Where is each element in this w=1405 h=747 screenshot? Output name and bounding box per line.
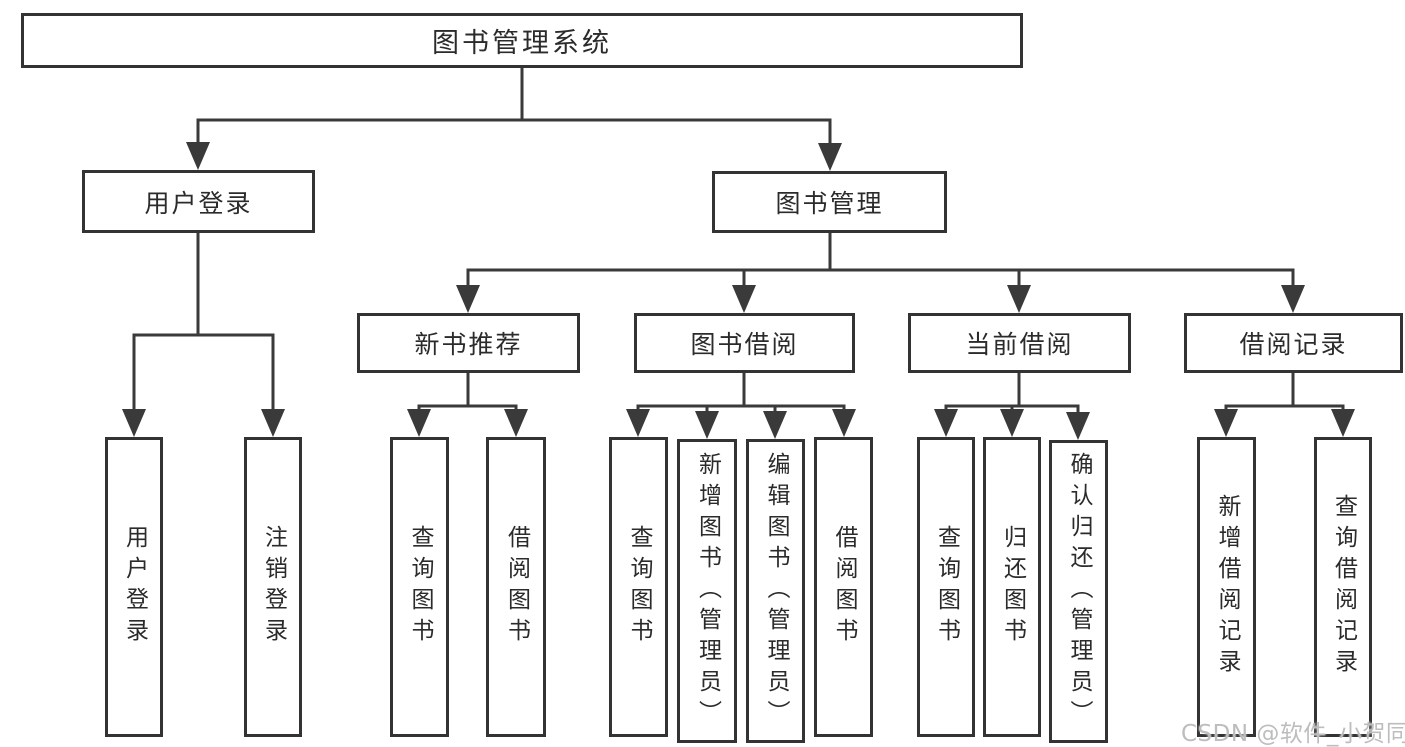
watermark: CSDN @软件_小贺同学 — [1181, 721, 1405, 747]
node-current-borrow: 当前借阅 — [908, 313, 1131, 373]
connector-book-management-children — [456, 231, 1305, 313]
leaf-records-add-record: 新增借阅记录 — [1197, 437, 1256, 737]
leaf-current-query-books: 查询图书 — [917, 437, 975, 737]
leaf-current-confirm-return-admin: 确认归还（管理员） — [1049, 440, 1108, 743]
connector-new-recommend-children — [407, 371, 528, 437]
leaf-records-query-record: 查询借阅记录 — [1314, 437, 1372, 737]
node-borrow-records: 借阅记录 — [1184, 313, 1403, 373]
leaf-current-return-books: 归还图书 — [983, 437, 1041, 737]
node-book-borrow: 图书借阅 — [634, 313, 855, 373]
leaf-newrec-query-books: 查询图书 — [390, 437, 449, 737]
leaf-logout: 注销登录 — [244, 437, 302, 737]
node-root-library-management-system: 图书管理系统 — [21, 13, 1023, 68]
leaf-borrow-borrow-books: 借阅图书 — [814, 437, 873, 737]
connector-book-borrow-children — [626, 371, 856, 439]
node-user-login: 用户登录 — [82, 170, 315, 233]
connector-current-borrow-children — [934, 371, 1090, 440]
connector-root-to-level2 — [186, 66, 842, 171]
node-new-book-recommend: 新书推荐 — [357, 313, 580, 373]
connector-user-login-children — [122, 231, 285, 437]
leaf-borrow-add-books-admin: 新增图书（管理员） — [677, 439, 737, 743]
leaf-borrow-edit-books-admin: 编辑图书（管理员） — [746, 439, 805, 743]
leaf-borrow-query-books: 查询图书 — [609, 437, 668, 737]
leaf-user-login: 用户登录 — [105, 437, 163, 737]
leaf-newrec-borrow-books: 借阅图书 — [486, 437, 546, 737]
node-book-management: 图书管理 — [712, 171, 947, 233]
connector-borrow-records-children — [1214, 371, 1355, 437]
